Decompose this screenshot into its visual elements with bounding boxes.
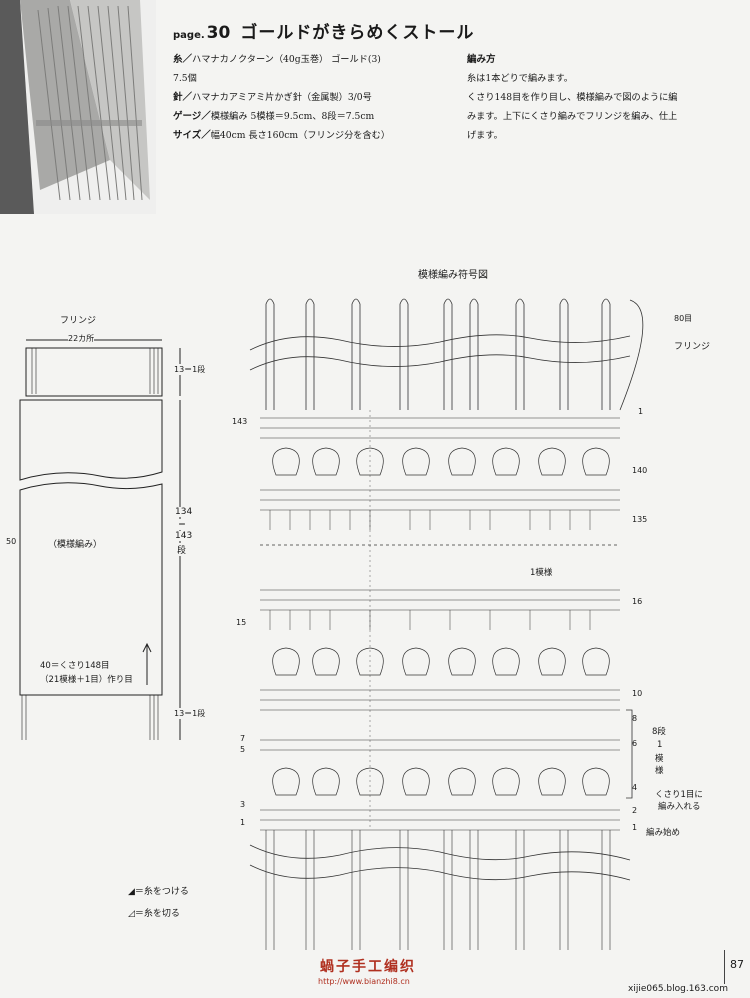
eight-rows: 8段 [652,727,666,737]
row-left-3: 7 [240,734,246,743]
materials-block: 糸／ハマナカノクターン（40g玉巻） ゴールド(3) 7.5個 針／ハマナカアミ… [173,50,468,145]
yarn-text-2: 7.5個 [173,73,197,84]
row-right-9: 2 [632,806,638,815]
body-rows-c: 段 [177,543,187,556]
attach-icon: ◢ [128,887,135,897]
row-left-1: 143 [232,417,248,426]
page-label: page. [173,30,205,41]
fringe-count: 22カ所 [68,333,95,344]
needle-label: 針／ [173,92,193,103]
chart-title: 模様編み符号図 [418,270,488,281]
cast-on-1: 40＝くさり148目 [40,661,110,671]
method-line-4: げます。 [467,130,503,141]
row-right-1: 1 [638,407,644,416]
size-text: 幅40cm 長さ160cm（フリンジ分を含む） [210,130,391,141]
size-label: サイズ／ [173,130,211,141]
chain-note-2: 編み入れる [658,802,701,812]
row-right-6: 8 [632,714,638,723]
page-number-footer: 87 [730,958,744,971]
one-repeat-1: 1 [657,740,663,750]
row-right-8: 4 [632,783,638,792]
stole-photo [0,0,156,214]
pattern-title: ゴールドがきらめくストール [240,23,475,43]
row-right-3: 135 [632,515,648,524]
yarn-label: 糸／ [173,54,193,65]
stitch-chart [249,298,644,950]
row-left-5: 3 [240,800,246,809]
page-number: 30 [206,23,231,43]
page-divider [724,950,725,984]
footer-credit: xijie065.blog.163.com [628,984,728,994]
body-rows-eq: ＝ [178,519,186,530]
method-line-2: くさり148目を作り目し、模様編みで図のように編 [467,92,678,103]
cast-on-2: （21模様＋1目）作り目 [40,675,133,685]
fringe-label: フリンジ [60,316,97,326]
row-left-4: 5 [240,745,246,754]
label-80: 80目 [674,314,693,323]
width-cm: 50 [6,537,17,546]
body-label: （模様編み） [48,540,103,550]
pattern-header: page.30 ゴールドがきらめくストール [173,18,474,43]
method-line-3: みます。上下にくさり編みでフリンジを編み、仕上 [467,111,678,122]
method-line-1: 糸は1本どりで編みます。 [467,73,573,84]
legend-attach: ◢＝糸をつける [128,887,189,897]
bottom-rows: 13＝1段 [174,708,206,719]
row-right-10: 1 [632,823,638,832]
chain-note-1: くさり1目に [655,790,703,800]
body-rows-a: 134 [175,507,193,517]
row-right-4: 16 [632,597,643,606]
method-heading: 編み方 [467,54,496,65]
gauge-label: ゲージ／ [173,111,211,122]
row-right-2: 140 [632,466,648,475]
cut-icon: ◿ [128,909,135,919]
start-label: 編み始め [646,828,681,838]
one-repeat-2: 模 [655,754,664,764]
label-fringe: フリンジ [674,342,711,352]
repeat-label: 1模様 [530,566,553,578]
watermark: 蝸子手工编织 [320,959,416,975]
row-left-2: 15 [236,618,247,627]
row-right-7: 6 [632,739,638,748]
top-rows: 13＝1段 [174,364,206,375]
needle-text: ハマナカアミアミ片かぎ針（金属製）3/0号 [192,92,372,103]
one-repeat-3: 様 [655,766,664,776]
body-rows-b: 143 [175,531,193,541]
legend-cut: ◿＝糸を切る [128,909,180,919]
row-left-6: 1 [240,818,246,827]
yarn-text: ハマナカノクターン（40g玉巻） ゴールド(3) [192,54,381,65]
gauge-text: 模様編み 5模様＝9.5cm、8段＝7.5cm [210,111,375,122]
row-right-5: 10 [632,689,643,698]
method-block: 編み方 糸は1本どりで編みます。 くさり148目を作り目し、模様編みで図のように… [467,50,743,145]
watermark-url: http://www.bianzhi8.cn [318,977,410,986]
